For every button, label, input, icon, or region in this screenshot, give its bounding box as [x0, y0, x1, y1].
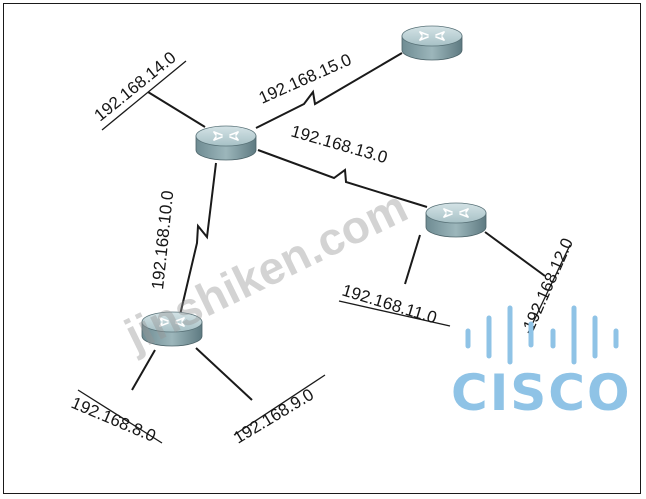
link-r4-lan8 [131, 349, 156, 391]
link-r3-lan11 [404, 234, 421, 285]
link-r3-lan12 [484, 231, 546, 277]
network-label-14: 192.168.14.0 [91, 48, 180, 125]
link-r4-lan9 [195, 347, 253, 401]
router-icon [425, 202, 487, 238]
network-label-13: 192.168.13.0 [289, 122, 390, 168]
serial-link-r1-r3 [257, 149, 428, 208]
serial-link-r1-r4 [179, 162, 217, 316]
lan-bar-14 [101, 60, 187, 131]
router-icon [195, 125, 257, 161]
diagram-frame [3, 3, 641, 494]
network-label-10: 192.168.10.0 [148, 190, 177, 291]
network-label-9: 192.168.9.0 [230, 385, 317, 448]
router-icon [401, 25, 463, 61]
cisco-logo: CISCO [451, 305, 632, 422]
network-label-15: 192.168.15.0 [256, 50, 354, 108]
lan-bar-12 [527, 244, 571, 334]
lan-bar-9 [233, 374, 326, 436]
cisco-bars-icon [465, 305, 619, 365]
network-label-12: 192.168.12.0 [519, 235, 577, 333]
link-r1-lan14 [147, 91, 206, 128]
lan-bar-8 [77, 389, 163, 444]
lan-bar-11 [338, 300, 451, 327]
cisco-wordmark: CISCO [451, 364, 632, 422]
serial-link-r1-r2 [255, 52, 403, 129]
network-label-8: 192.168.8.0 [68, 393, 158, 446]
